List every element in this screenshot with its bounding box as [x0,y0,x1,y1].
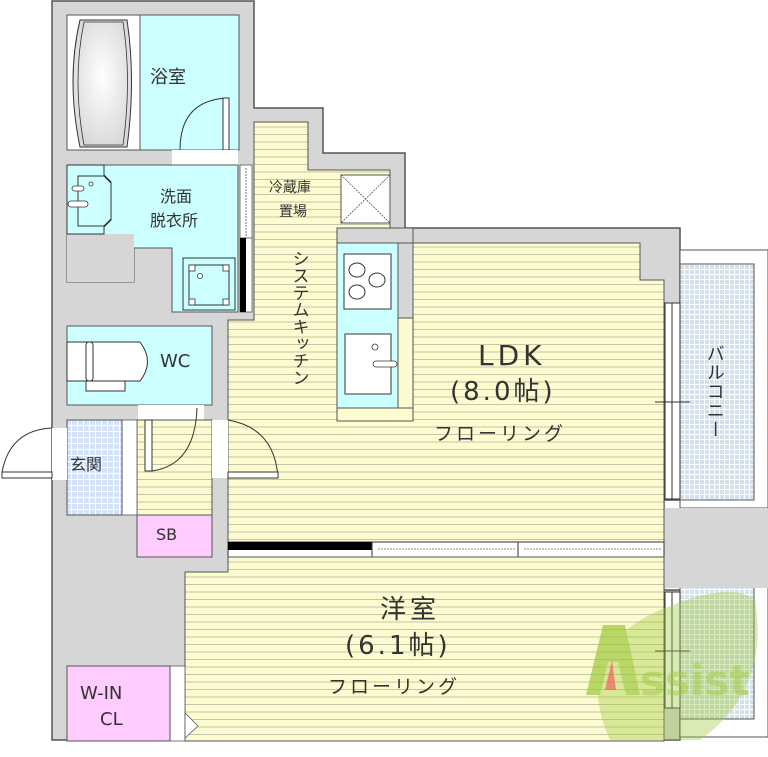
western-room [169,556,665,742]
western-room-name-label: 洋室 [380,595,441,625]
shoe-box [136,514,213,558]
entrance-label: 玄関 [70,455,103,474]
wc [66,325,213,420]
walk-in-closet-label-line1: W-IN [80,683,123,704]
balcony-partition [664,508,768,588]
fridge-space [340,174,391,224]
walk-in-closet-label-line2: CL [100,709,123,730]
ldk-size-label: (8.0帖) [450,377,556,407]
bathtub-icon [72,19,132,148]
sliding-doors [227,541,665,558]
fridge-space-label-line2: 置場 [279,204,307,220]
stove-icon [343,253,392,310]
wc-label: WC [160,351,191,372]
ldk-name-label: LDK [478,339,546,372]
washroom-label-line1: 洗面 [160,187,193,206]
assist-logo-watermark: ssist [586,592,758,740]
washroom-label-line2: 脱衣所 [150,211,199,230]
entrance [1,419,123,516]
front-door-swing [1,427,53,473]
balcony-upper [679,249,768,509]
windows [655,302,690,709]
shoe-box-label: SB [156,525,178,544]
washroom [66,164,253,313]
hallway [121,407,279,516]
kitchen-counter [336,227,414,422]
balcony-label: バルコニー [703,344,725,439]
kitchen-label: システムキッチン [288,250,309,386]
sink-icon [77,175,112,227]
bathroom-door-swing [179,97,229,151]
toilet-icon [66,341,148,382]
ldk-floor-label: フローリング [434,423,567,445]
svg-text:ssist: ssist [640,656,749,705]
ldk-door-swing [227,419,279,479]
bathroom [66,14,240,165]
western-room-size-label: (6.1帖) [345,631,451,661]
fridge-space-label-line1: 冷蔵庫 [269,180,311,196]
wc-door-swing [151,407,198,472]
walk-in-closet [66,665,171,742]
western-room-floor-label: フローリング [328,676,461,698]
bathroom-label: 浴室 [150,67,186,88]
